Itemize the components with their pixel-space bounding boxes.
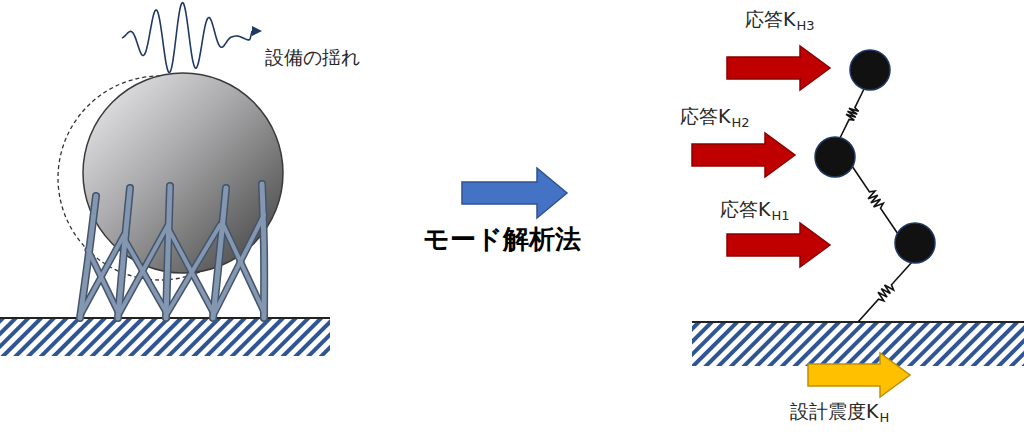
tank-legs: [80, 184, 264, 318]
tank-leg: [166, 186, 170, 318]
tank-leg: [262, 184, 264, 318]
tank-leg: [213, 188, 226, 318]
wave-arrowhead: [252, 26, 262, 36]
tank-brace: [222, 222, 264, 312]
response-label: 応答K: [720, 199, 770, 221]
tank-brace: [222, 222, 264, 312]
subscript: H1: [771, 209, 789, 224]
ground-hatch: [692, 322, 1024, 366]
mass-2: [815, 137, 855, 177]
subscript: H2: [731, 116, 749, 131]
spring: [852, 166, 898, 234]
input-arrow: [808, 353, 910, 397]
spring-group: [840, 89, 912, 322]
caption-label: 設備の揺れ: [265, 47, 360, 69]
tank-leg: [80, 196, 96, 318]
mass-1: [895, 223, 935, 263]
tank-leg: [166, 186, 170, 318]
tank-leg: [262, 184, 264, 318]
response-label: 応答K: [745, 9, 795, 31]
spring: [840, 89, 864, 138]
response-arrow: [692, 133, 795, 177]
method-arrow: [462, 168, 567, 218]
tank-brace: [125, 240, 166, 312]
input-label: 設計震度K: [790, 401, 878, 423]
method-label: モード解析法: [423, 225, 581, 255]
subscript: H: [879, 411, 889, 426]
tank-leg: [118, 188, 130, 318]
tank-brace: [88, 250, 118, 312]
subscript: H3: [796, 19, 814, 34]
spring: [858, 262, 912, 322]
response-label: 応答K: [680, 106, 730, 128]
tank-brace: [125, 240, 166, 312]
shake-wave: [122, 3, 252, 73]
mass-3: [850, 50, 890, 90]
response-arrow: [727, 46, 830, 90]
response-arrow: [727, 223, 830, 267]
tank-brace: [168, 225, 220, 312]
ground-hatch: [0, 318, 330, 356]
